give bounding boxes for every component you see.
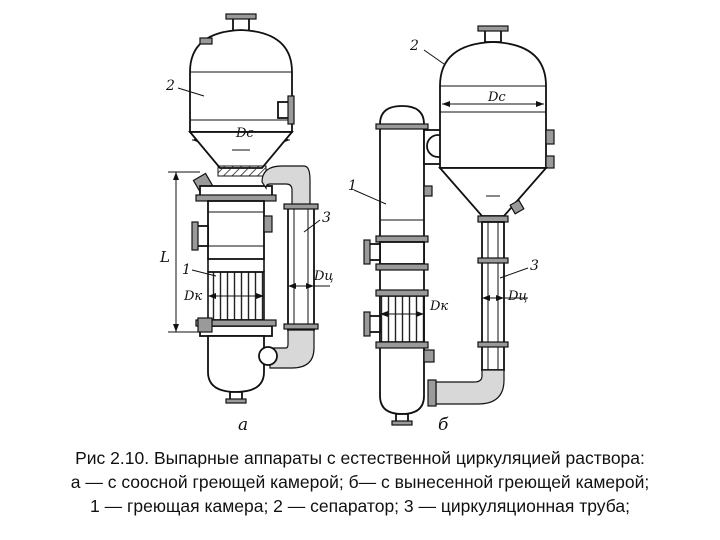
separator-b xyxy=(439,41,547,169)
caption-line-2: а — с соосной греющей камерой; б— с выне… xyxy=(70,472,650,492)
evaporator-drawing: 2 Dс L 1 Dк 3 Dц а xyxy=(159,13,555,435)
label-a-dc-pipe: Dц xyxy=(313,269,334,284)
label-a-length: L xyxy=(159,248,170,266)
label-b-separator: 2 xyxy=(409,38,419,54)
label-b-variant: б xyxy=(438,415,449,435)
label-a-dk: Dк xyxy=(183,289,202,304)
label-a-pipe: 3 xyxy=(322,210,331,226)
label-a-dc: Dс xyxy=(235,126,254,141)
label-b-dc: Dс xyxy=(487,90,506,105)
caption-line-1: Рис 2.10. Выпарные аппараты с естественн… xyxy=(75,448,645,468)
apparatus-b: 2 Dс 1 Dк 3 Dц б xyxy=(348,25,555,435)
label-a-variant: а xyxy=(238,415,248,435)
caption-line-3: 1 — греющая камера; 2 — сепаратор; 3 — ц… xyxy=(90,496,630,516)
label-a-chamber: 1 xyxy=(182,262,191,278)
apparatus-a: 2 Dс L 1 Dк 3 Dц а xyxy=(159,13,334,435)
label-b-dc-pipe: Dц xyxy=(507,289,528,304)
label-b-chamber: 1 xyxy=(348,178,357,194)
figure-caption: Рис 2.10. Выпарные аппараты с естественн… xyxy=(40,446,680,518)
label-b-dk: Dк xyxy=(429,299,448,314)
label-a-separator: 2 xyxy=(165,78,175,94)
separator-a xyxy=(189,29,293,133)
label-b-pipe: 3 xyxy=(530,258,539,274)
